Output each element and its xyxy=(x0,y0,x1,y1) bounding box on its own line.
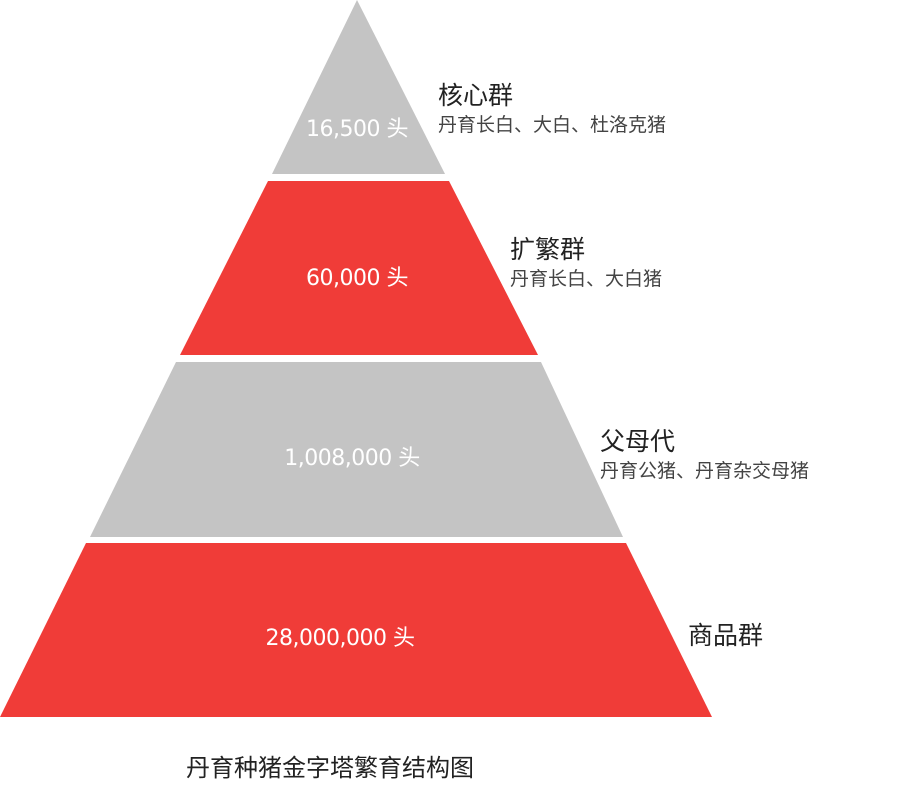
core-desc: 丹育长白、大白、杜洛克猪 xyxy=(438,114,667,136)
commercial-title: 商品群 xyxy=(688,621,764,650)
multiplier-count: 60,000 头 xyxy=(306,266,408,291)
parent-desc: 丹育公猪、丹育杂交母猪 xyxy=(600,460,810,482)
multiplier-title: 扩繁群 xyxy=(510,235,586,264)
pyramid-layer-commercial xyxy=(0,543,712,717)
parent-title: 父母代 xyxy=(600,427,676,456)
core-count: 16,500 头 xyxy=(306,117,408,142)
pyramid-layer-multiplier xyxy=(180,181,538,355)
pyramid-layer-core xyxy=(272,0,445,174)
pyramid-layer-parent xyxy=(90,362,623,537)
multiplier-desc: 丹育长白、大白猪 xyxy=(510,268,663,290)
parent-count: 1,008,000 头 xyxy=(284,446,420,471)
diagram-caption: 丹育种猪金字塔繁育结构图 xyxy=(186,754,474,782)
commercial-count: 28,000,000 头 xyxy=(265,626,415,651)
core-title: 核心群 xyxy=(438,81,514,110)
